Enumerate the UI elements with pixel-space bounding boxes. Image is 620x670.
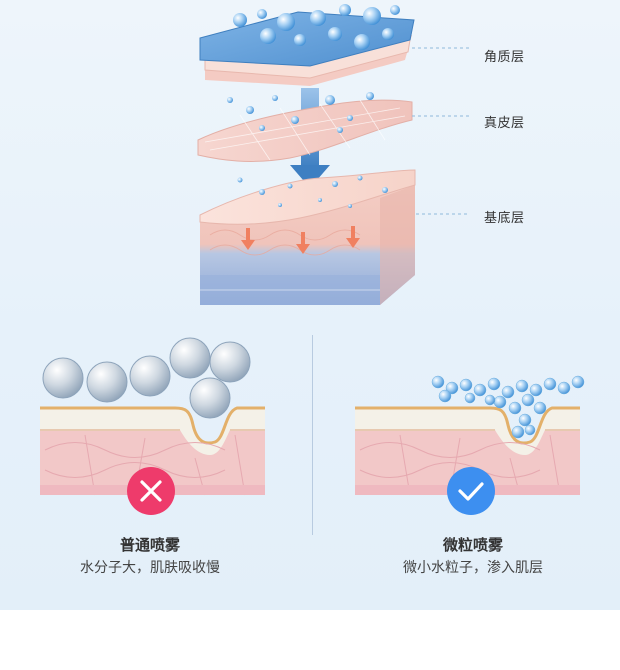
- water-drops: [227, 4, 400, 208]
- ordinary-spray-description: 水分子大，肌肤吸收慢: [80, 560, 220, 576]
- illustration-panel: 角质层 真皮层 基底层 普通喷雾 水分子大，肌肤吸收慢: [0, 0, 620, 610]
- layer-label-basal: 基底层: [484, 211, 525, 226]
- comparison-divider: [312, 335, 313, 535]
- micro-spray-description: 微小水粒子，渗入肌层: [403, 560, 543, 576]
- layer-label-dermis: 真皮层: [484, 116, 525, 131]
- stratum-corneum-layer: [199, 11, 415, 86]
- dermis-layer: [197, 99, 413, 162]
- skin-layers-diagram: [197, 4, 470, 305]
- layer-label-stratum-corneum: 角质层: [484, 50, 525, 65]
- basal-layer-block: [199, 169, 416, 305]
- ordinary-spray-title: 普通喷雾: [119, 536, 180, 554]
- micro-spray-title: 微粒喷雾: [442, 536, 503, 554]
- check-icon: [447, 467, 495, 515]
- large-water-molecules: [42, 337, 251, 419]
- micro-spray-illustration: [355, 375, 585, 496]
- cross-icon: [127, 467, 175, 515]
- micro-water-particles: [431, 375, 585, 439]
